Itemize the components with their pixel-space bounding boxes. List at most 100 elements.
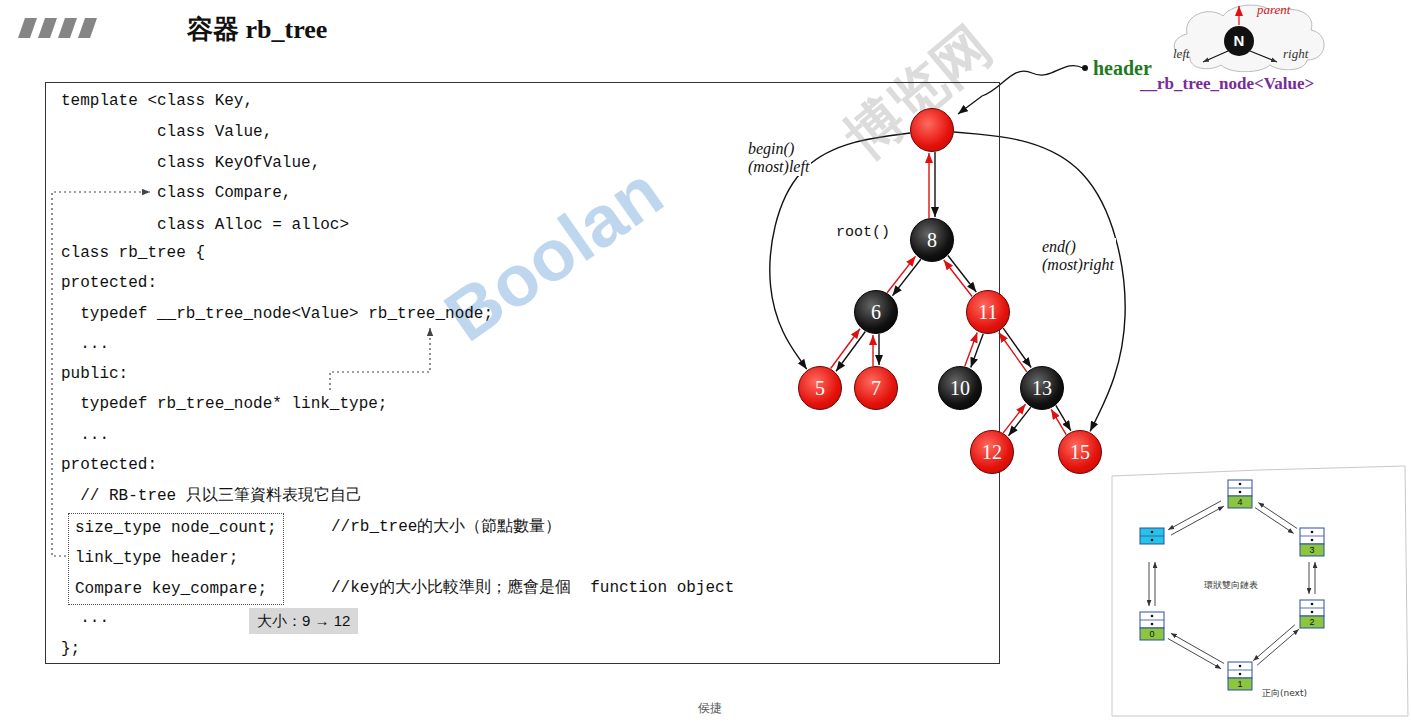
child-pointer bbox=[892, 259, 920, 295]
pointer-label: right bbox=[1283, 46, 1308, 61]
parent-pointer bbox=[887, 256, 915, 292]
drawing-line bbox=[1228, 670, 1252, 671]
pointer-label: parent bbox=[1257, 2, 1290, 17]
list-index: 4 bbox=[1234, 496, 1246, 508]
code-line: protected: bbox=[61, 454, 157, 476]
tree-link bbox=[873, 334, 879, 366]
code-line: Compare key_compare; bbox=[75, 578, 267, 600]
tree-link bbox=[929, 152, 935, 218]
drawing-rect bbox=[1140, 628, 1164, 640]
tree-node: 12 bbox=[970, 430, 1014, 474]
drawing-line bbox=[1228, 488, 1252, 489]
list-node bbox=[1140, 528, 1164, 544]
list-link bbox=[1253, 625, 1295, 661]
tree-node: 8 bbox=[910, 218, 954, 262]
drawing-line bbox=[1203, 51, 1228, 62]
drawing-circle bbox=[1151, 623, 1154, 626]
key-number: 5 bbox=[815, 377, 825, 399]
tree-node: 11 bbox=[966, 290, 1010, 334]
list-node bbox=[1140, 612, 1164, 640]
code-line: }; bbox=[61, 638, 80, 660]
list-index: 2 bbox=[1306, 616, 1318, 628]
note-text: 大小：9 → 12 bbox=[257, 611, 350, 631]
list-node bbox=[1228, 480, 1252, 508]
tree-node: 10 bbox=[938, 366, 982, 410]
list-index: 1 bbox=[1234, 678, 1246, 690]
title-bar bbox=[58, 18, 77, 38]
key-number: 10 bbox=[950, 377, 970, 399]
code-line: class Compare, bbox=[61, 182, 291, 204]
drawing-rect bbox=[1300, 600, 1324, 616]
pointer-label: left bbox=[1173, 46, 1190, 61]
list-caption: 環狀雙向鏈表 bbox=[1204, 580, 1258, 591]
list-link bbox=[1258, 503, 1297, 529]
key-number: 12 bbox=[982, 441, 1002, 463]
code-line: ... bbox=[61, 333, 109, 355]
code-line: class Value, bbox=[61, 121, 272, 143]
list-link bbox=[1315, 562, 1316, 594]
drawing-rect bbox=[1228, 496, 1252, 508]
drawing-rect bbox=[1300, 544, 1324, 556]
code-line: //key的大小比較準則；應會是個 function object bbox=[331, 577, 734, 599]
list-link bbox=[1309, 562, 1310, 594]
child-pointer bbox=[878, 334, 879, 365]
function-label: root() bbox=[834, 224, 892, 241]
list-index: 0 bbox=[1146, 628, 1158, 640]
slide-title: 容器 rb_tree bbox=[187, 12, 327, 47]
title-bar bbox=[78, 18, 97, 38]
list-node bbox=[1300, 600, 1324, 628]
code-line: class Alloc = alloc> bbox=[61, 214, 349, 236]
drawing-circle bbox=[1311, 539, 1314, 542]
code-line: public: bbox=[61, 363, 128, 385]
author-label: 侯捷 bbox=[698, 700, 722, 717]
parent-pointer bbox=[965, 333, 977, 367]
list-link bbox=[1155, 562, 1156, 606]
drawing-line bbox=[1140, 536, 1164, 537]
parent-pointer bbox=[872, 335, 873, 366]
key-number: 11 bbox=[978, 301, 997, 323]
list-link bbox=[1168, 638, 1221, 668]
member-box: size_type node_count;link_type header;Co… bbox=[68, 513, 284, 605]
drawing-line bbox=[1238, 6, 1239, 25]
drawing-rect bbox=[1228, 480, 1252, 496]
drawing-line bbox=[1300, 536, 1324, 537]
drawing-rect bbox=[1228, 678, 1252, 690]
tree-node: 5 bbox=[798, 366, 842, 410]
drawing-circle bbox=[1239, 491, 1242, 494]
code-line: ... bbox=[61, 607, 109, 629]
drawing-path bbox=[1174, 5, 1324, 72]
list-link bbox=[1149, 562, 1150, 606]
watermark: Boolan bbox=[430, 150, 677, 357]
list-node bbox=[1300, 528, 1324, 556]
child-pointer bbox=[948, 256, 976, 292]
tree-link bbox=[1003, 404, 1031, 435]
drawing-circle bbox=[1239, 673, 1242, 676]
size-note: 大小：9 → 12 bbox=[249, 608, 358, 634]
code-line: // RB-tree 只以三筆資料表現它自己 bbox=[61, 485, 362, 507]
drawing-line bbox=[1300, 608, 1324, 609]
code-line: //rb_tree的大小（節點數量） bbox=[331, 516, 561, 538]
drawing-rect bbox=[1140, 612, 1164, 628]
code-line: class rb_tree { bbox=[61, 242, 205, 264]
tree-node: 6 bbox=[854, 290, 898, 334]
code-line: link_type header; bbox=[75, 547, 238, 569]
code-line: class KeyOfValue, bbox=[61, 152, 320, 174]
parent-pointer bbox=[928, 153, 929, 218]
direction-label: 正向(next) bbox=[1262, 688, 1307, 699]
watermark: 博览网 bbox=[830, 10, 1008, 176]
drawing-line bbox=[1250, 51, 1277, 62]
drawing-circle bbox=[1151, 615, 1154, 618]
child-pointer bbox=[1056, 405, 1071, 430]
parent-pointer bbox=[999, 332, 1027, 371]
list-link bbox=[1171, 506, 1224, 535]
drawing-circle bbox=[1311, 531, 1314, 534]
parent-pointer bbox=[1051, 409, 1066, 434]
code-line: template <class Key, bbox=[61, 90, 253, 112]
edge-label: begin() (most)left bbox=[746, 140, 811, 176]
parent-pointer bbox=[831, 329, 860, 369]
tree-link bbox=[1051, 405, 1071, 434]
list-node bbox=[1228, 662, 1252, 690]
tree-link bbox=[999, 328, 1031, 372]
header-label: header bbox=[1093, 57, 1152, 80]
